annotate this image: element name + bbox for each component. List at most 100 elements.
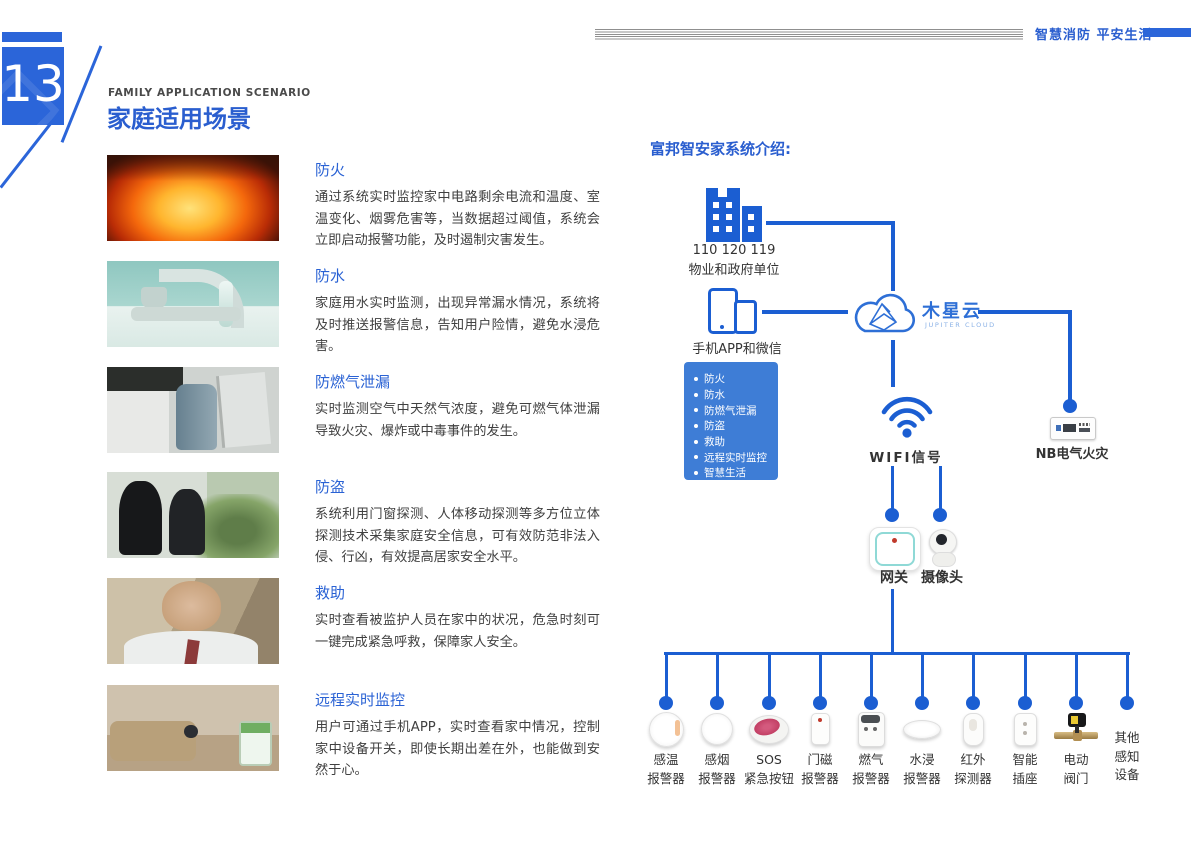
bullet-icon [694, 423, 698, 428]
device-label: 水浸报警器 [903, 752, 941, 786]
connector-cloud-nb-horizontal [978, 310, 1072, 314]
connector-cloud-nb-vertical [1068, 310, 1072, 405]
remote-monitoring-photo [107, 685, 279, 771]
device-label: 燃气报警器 [852, 752, 890, 786]
gateway-node-dot [885, 508, 899, 522]
device-label: 感烟报警器 [698, 752, 736, 786]
cloud-subtitle: JUPITER CLOUD [925, 321, 996, 329]
camera-lens-art [184, 724, 199, 739]
phone-app-art [238, 720, 273, 766]
stove-art [107, 367, 183, 392]
emergency-building-icon [704, 186, 764, 242]
connector-phone-cloud [762, 310, 848, 314]
connector-building-vertical [891, 221, 895, 291]
device-trunk-line [664, 652, 1130, 655]
page-number-topbar [2, 32, 62, 42]
page-number-block: 13 [2, 47, 64, 125]
gas-cylinder-art [175, 384, 218, 450]
page-title: 家庭适用场景 [107, 105, 251, 133]
gateway-device-icon [869, 527, 921, 571]
device-node-dot [1069, 696, 1083, 710]
scenario-title: 远程实时监控 [315, 691, 406, 709]
burglar-figure-art [119, 480, 163, 555]
connector-building-horizontal [766, 221, 895, 225]
page-number: 13 [2, 55, 64, 113]
mobile-app-label: 手机APP和微信 [692, 342, 782, 357]
device-node-dot [864, 696, 878, 710]
device-label: 感温报警器 [647, 752, 685, 786]
nb-node-dot [1063, 399, 1077, 413]
person-head-art [162, 581, 221, 632]
temp-alarm-icon [644, 709, 688, 749]
fire-smoke-art [107, 155, 279, 181]
device-label: 其他感知设备 [1114, 730, 1140, 782]
cloud-logo-icon [854, 293, 915, 333]
device-node-dot [659, 696, 673, 710]
rescue-photo [107, 578, 279, 664]
device-label: 智能插座 [1012, 752, 1038, 786]
cabinet-door-art [216, 371, 272, 449]
device-drop-line [1125, 652, 1129, 700]
feature-item: 防水 [704, 389, 725, 402]
device-label: 门磁报警器 [801, 752, 839, 786]
scenario-body: 实时监测空气中天然气浓度，避免可燃气体泄漏导致火灾、爆炸或中毒事件的发生。 [315, 402, 600, 439]
device-drop-line [715, 652, 719, 700]
scenario-title: 防火 [315, 161, 346, 179]
device-node-dot [1018, 696, 1032, 710]
device-node-dot [813, 696, 827, 710]
faucet-base-art [131, 307, 241, 321]
infrared-detector-icon [951, 709, 995, 749]
header-stripes [595, 29, 1023, 40]
device-drop-line [818, 652, 822, 700]
device-label: 红外探测器 [954, 752, 992, 786]
scenario-title: 防燃气泄漏 [315, 373, 391, 391]
gas-alarm-icon [849, 709, 893, 749]
camera-device-icon [928, 529, 958, 567]
header-tagline: 智慧消防 平安生活 [1035, 28, 1153, 43]
faucet-handle-art [141, 287, 167, 309]
scenario-body: 通过系统实时监控家中电路剩余电流和温度、室温变化、烟雾危害等，当数据超过阈值，系… [315, 190, 600, 248]
bullet-icon [694, 455, 698, 460]
feature-item: 救助 [704, 436, 725, 449]
connector-cloud-wifi [891, 340, 895, 387]
bullet-icon [694, 439, 698, 444]
feature-item: 防盗 [704, 420, 725, 433]
smart-socket-icon [1003, 709, 1047, 749]
bullet-icon [694, 376, 698, 381]
scenario-body: 家庭用水实时监测，出现异常漏水情况，系统将及时推送报警信息，告知用户险情，避免水… [315, 296, 600, 354]
connector-wifi-gateway [891, 466, 894, 512]
bullet-icon [694, 470, 698, 475]
device-drop-line [1023, 652, 1027, 700]
mobile-app-icon [708, 288, 764, 336]
wifi-signal-label: WIFI信号 [869, 450, 943, 466]
bullet-icon [694, 392, 698, 397]
feature-item: 远程实时监控 [704, 451, 767, 464]
connector-wifi-camera [939, 466, 942, 512]
nb-electrical-fire-device-icon [1050, 417, 1096, 440]
header-blue-bar [1143, 28, 1191, 37]
device-drop-line [971, 652, 975, 700]
emergency-numbers-label: 110 120 119 [692, 243, 776, 258]
camera-node-dot [933, 508, 947, 522]
bullet-icon [694, 408, 698, 413]
water-leak-alarm-icon [900, 709, 944, 749]
feature-item: 防燃气泄漏 [704, 404, 757, 417]
sofa-art [110, 721, 197, 761]
sos-button-icon [747, 709, 791, 749]
scenario-title: 防水 [315, 267, 346, 285]
device-drop-line [1074, 652, 1078, 700]
gas-cylinder-photo [107, 367, 279, 453]
camera-label: 摄像头 [921, 570, 963, 586]
device-node-dot [710, 696, 724, 710]
device-drop-line [920, 652, 924, 700]
electric-valve-icon [1054, 709, 1098, 749]
diagram-title: 富邦智安家系统介绍: [650, 140, 791, 158]
scenario-title: 救助 [315, 584, 346, 602]
faucet-photo [107, 261, 279, 347]
feature-item: 智慧生活 [704, 467, 746, 480]
section-eyebrow: FAMILY APPLICATION SCENARIO [108, 87, 311, 99]
burglar-figure-art [168, 489, 206, 555]
scenario-body: 实时查看被监护人员在家中的状况，危急时刻可一键完成紧急呼救，保障家人安全。 [315, 613, 600, 650]
device-drop-line [664, 652, 668, 700]
cloud-name: 木星云 [922, 301, 982, 322]
